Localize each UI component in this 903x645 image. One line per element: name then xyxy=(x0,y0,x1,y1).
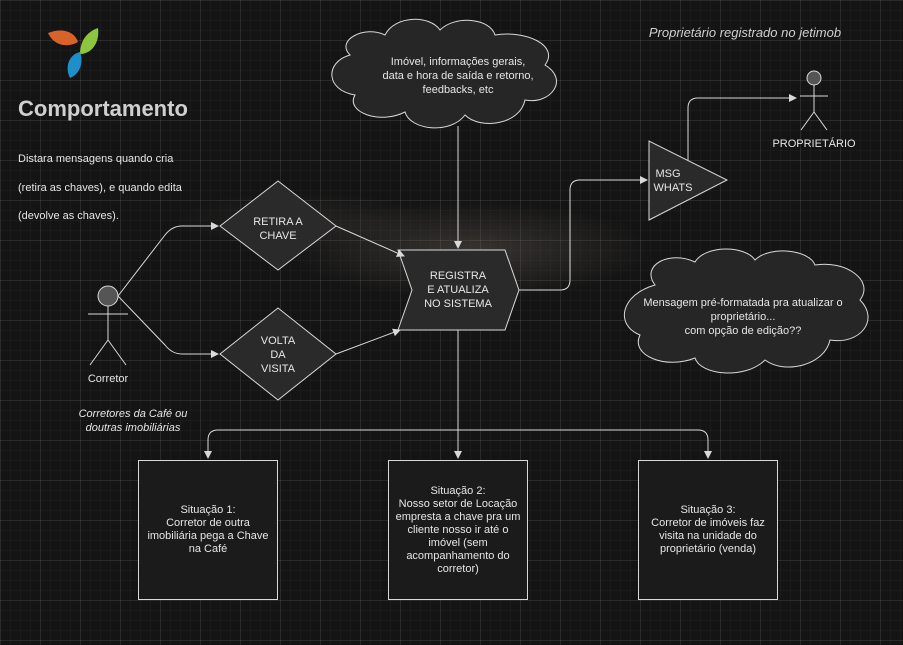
volta-label-line-2: DA xyxy=(270,349,286,361)
retira-chave-diamond xyxy=(219,180,337,271)
volta-label-line-3: VISITA xyxy=(260,363,296,375)
logo-icon xyxy=(48,28,99,78)
page-title: Comportamento xyxy=(18,96,188,121)
description-line-2: (retira as chaves), e quando edita xyxy=(18,182,182,194)
message-cloud-line-1: Mensagem pré-formatada pra atualizar o xyxy=(643,297,843,309)
retira-label-line-2: CHAVE xyxy=(259,230,297,242)
info-cloud-line-1: Imóvel, informações gerais, xyxy=(390,56,526,68)
volta-label-line-1: VOLTA xyxy=(260,335,296,347)
connector-lines xyxy=(117,94,797,459)
actor-label-proprietario: PROPRIETÁRIO xyxy=(772,138,856,150)
message-cloud-line-2: proprietário... xyxy=(710,311,776,323)
situation-box-1: Situação 1: Corretor de outra imobiliári… xyxy=(138,460,278,600)
registra-label-line-2: E ATUALIZA xyxy=(427,284,489,296)
situation-box-2: Situação 2: Nosso setor de Locação empre… xyxy=(388,460,528,600)
actor-note-line-2: doutras imobiliárias xyxy=(85,422,181,434)
stick-figure-icon xyxy=(800,70,828,131)
description-line-3: (devolve as chaves). xyxy=(18,210,119,222)
actor-label-corretor: Corretor xyxy=(87,373,129,385)
stick-figure-icon xyxy=(88,285,128,366)
registra-label-line-3: NO SISTEMA xyxy=(424,298,492,310)
volta-visita-diamond xyxy=(219,307,337,401)
registra-label-line-1: REGISTRA xyxy=(429,270,487,282)
description-line-1: Distara mensagens quando cria xyxy=(18,153,174,165)
registra-hexagon xyxy=(397,249,520,331)
retira-label-line-1: RETIRA A xyxy=(253,216,303,228)
info-cloud-line-3: feedbacks, etc xyxy=(422,84,494,96)
msg-label-line-1: MSG xyxy=(655,168,681,180)
message-cloud-line-3: com opção de edição?? xyxy=(684,325,802,337)
message-cloud-shape xyxy=(623,248,869,374)
msg-whats-triangle xyxy=(648,140,729,221)
situation-box-3: Situação 3: Corretor de imóveis faz visi… xyxy=(638,460,778,600)
msg-label-line-2: WHATS xyxy=(653,182,693,194)
actor-note-line-1: Corretores da Café ou xyxy=(78,408,188,420)
info-cloud-line-2: data e hora de saída e retorno, xyxy=(382,70,534,82)
header-subtitle: Proprietário registrado no jetimob xyxy=(648,25,842,40)
info-cloud-shape xyxy=(331,18,557,129)
